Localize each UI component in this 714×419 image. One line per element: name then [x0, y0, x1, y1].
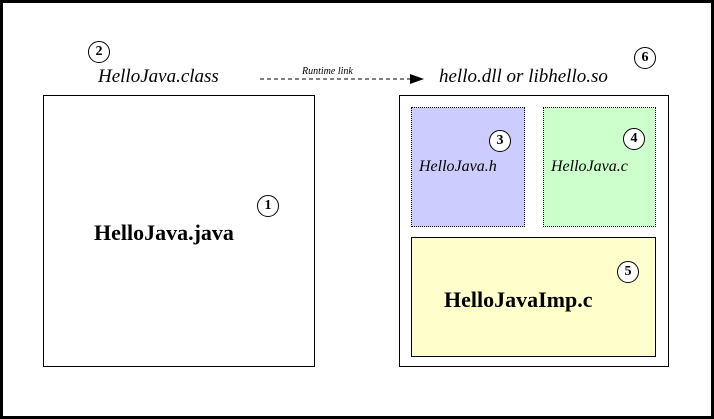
class-file-label: HelloJava.class [98, 66, 219, 87]
impl-file-label: HelloJavaImp.c [444, 287, 593, 312]
c-file-box [543, 107, 656, 227]
library-label: hello.dll or libhello.so [439, 66, 608, 87]
callout-6: 6 [634, 47, 656, 69]
runtime-link-label: Runtime link [302, 66, 353, 77]
java-source-label: HelloJava.java [94, 220, 234, 245]
callout-1: 1 [257, 195, 279, 217]
header-file-label: HelloJava.h [419, 158, 497, 175]
impl-file-box [411, 237, 656, 357]
library-box [399, 95, 669, 367]
callout-5: 5 [617, 261, 639, 283]
java-source-box [43, 95, 315, 367]
callout-4: 4 [623, 128, 645, 150]
header-file-box [411, 107, 525, 227]
callout-3: 3 [489, 130, 511, 152]
c-file-label: HelloJava.c [551, 158, 628, 175]
runtime-link-arrow [260, 74, 424, 84]
callout-2: 2 [88, 41, 110, 63]
